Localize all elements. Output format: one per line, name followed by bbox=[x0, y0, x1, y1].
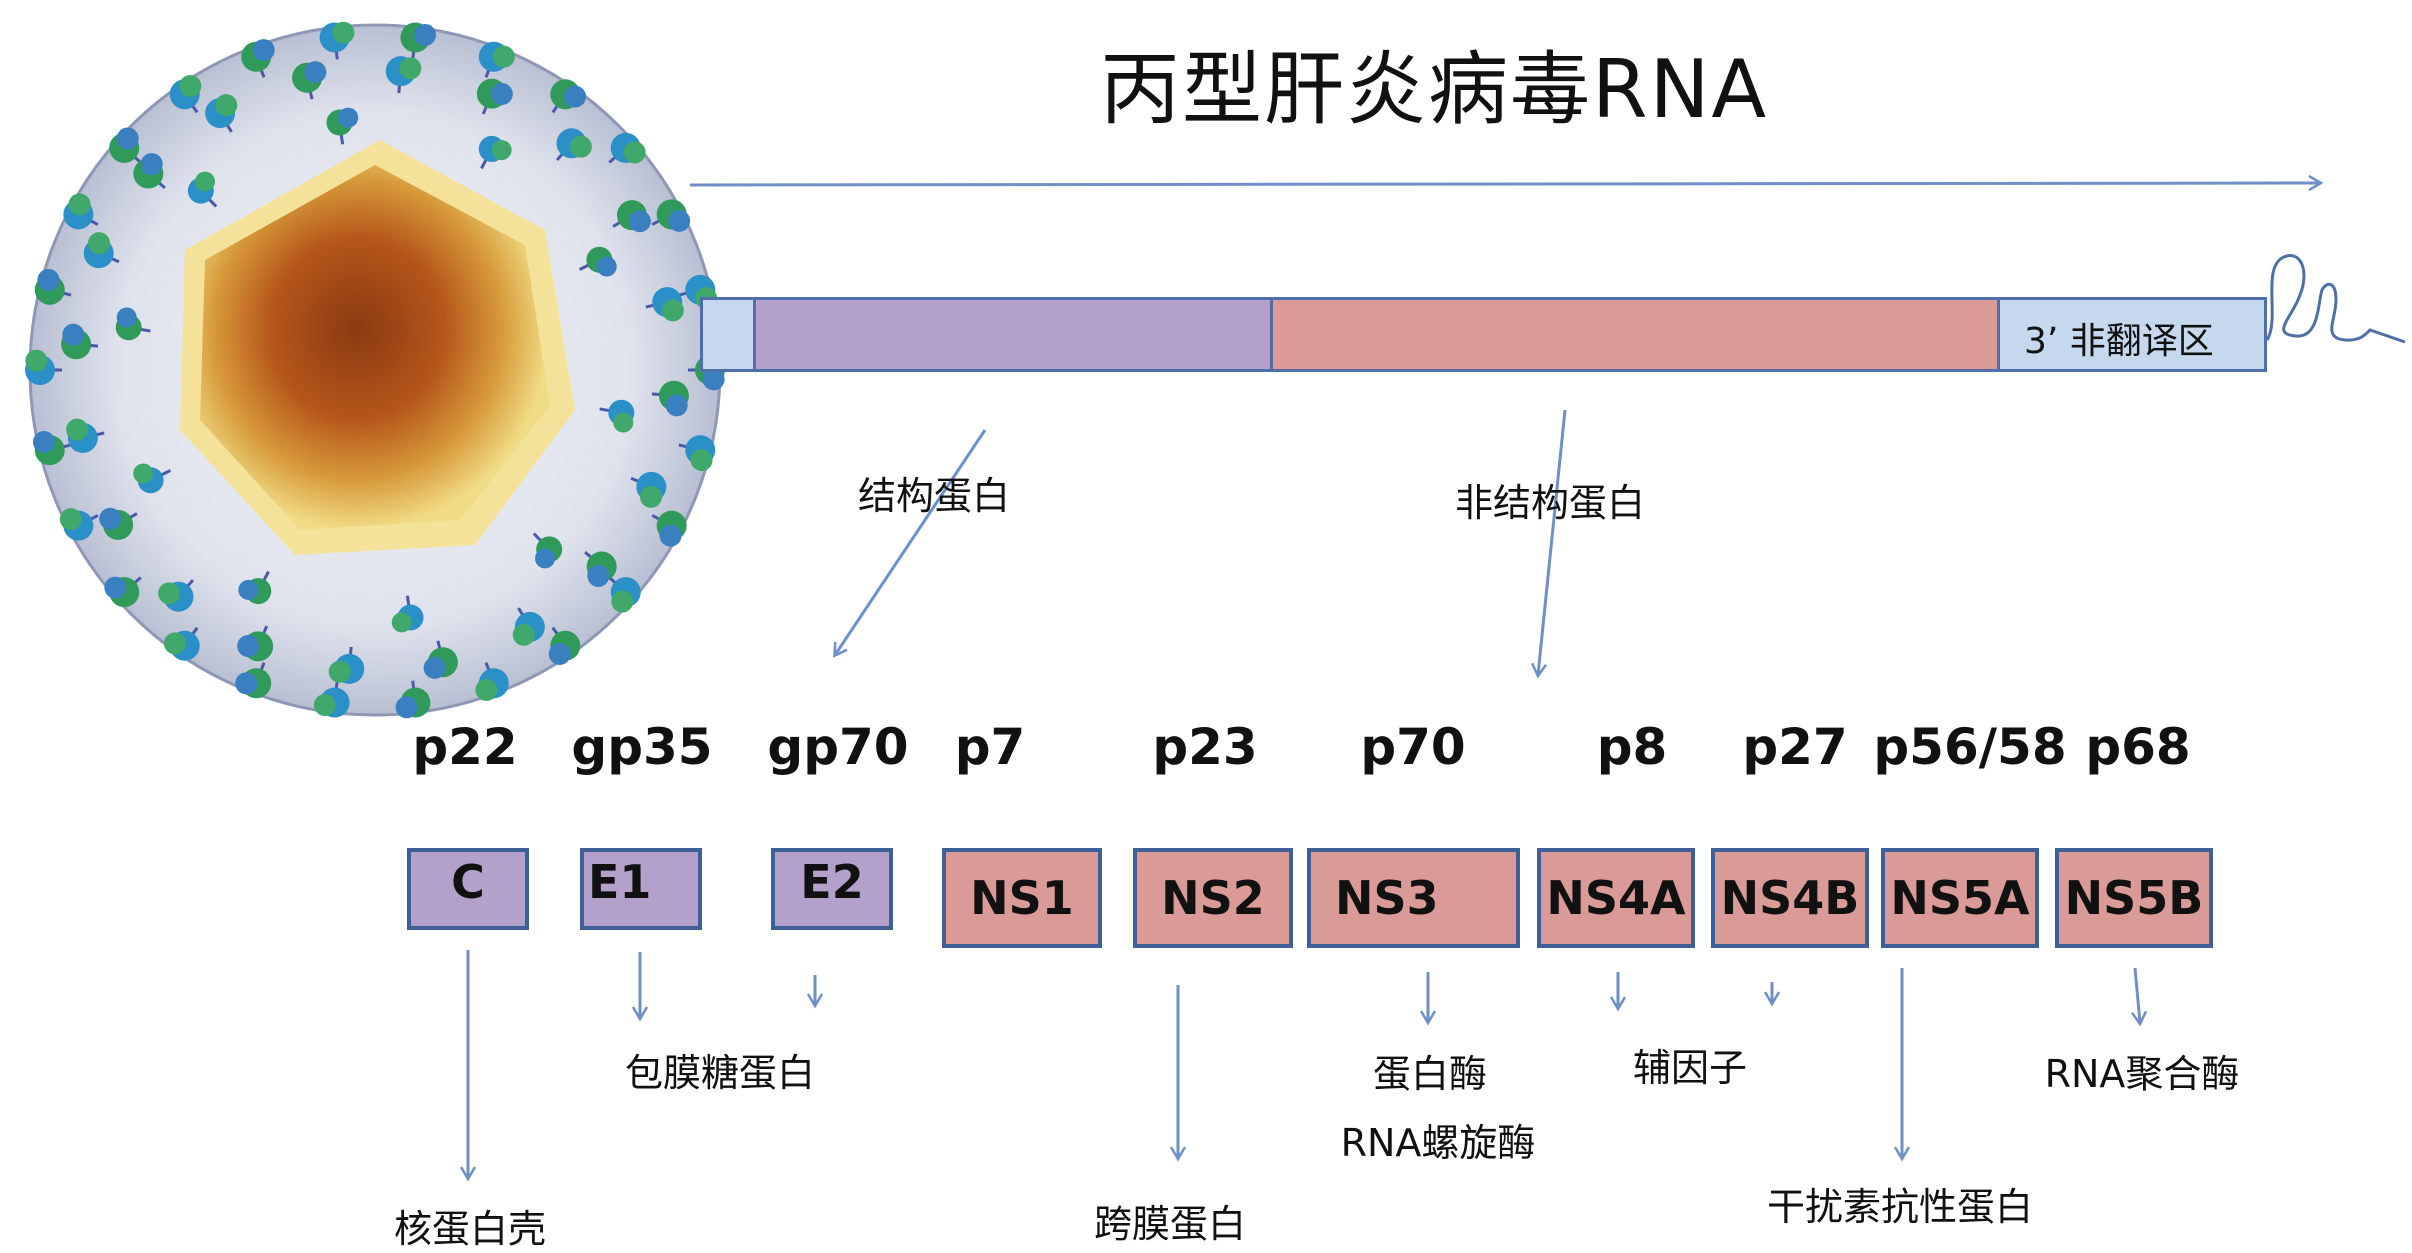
function-core: 核蛋白壳 bbox=[393, 1207, 547, 1251]
arrow-structural bbox=[835, 429, 987, 655]
weight-label: gp35 bbox=[571, 718, 713, 776]
function-interferon-resistance: 干扰素抗性蛋白 bbox=[1766, 1185, 2034, 1229]
protein-box-ns4a: NS4A bbox=[1537, 848, 1695, 948]
structural-segment bbox=[753, 297, 1273, 372]
weight-label: p27 bbox=[1742, 718, 1848, 776]
protein-box-ns1: NS1 bbox=[942, 848, 1102, 948]
utr5-segment bbox=[700, 297, 756, 372]
weight-label: p56/58 bbox=[1873, 718, 2067, 776]
protein-box-c: C bbox=[407, 848, 529, 930]
function-polymerase: RNA聚合酶 bbox=[2044, 1052, 2240, 1096]
arrow-ns5b bbox=[2135, 967, 2140, 1023]
function-transmembrane: 跨膜蛋白 bbox=[1093, 1202, 1247, 1246]
weight-label: p8 bbox=[1596, 718, 1668, 776]
protein-box-ns5a: NS5A bbox=[1881, 848, 2039, 948]
weight-label: p23 bbox=[1152, 718, 1258, 776]
stem-loop-icon bbox=[2265, 254, 2406, 344]
nonstructural-segment bbox=[1270, 297, 2000, 372]
protein-box-ns4b: NS4B bbox=[1711, 848, 1869, 948]
function-cofactor: 辅因子 bbox=[1632, 1046, 1748, 1090]
structural-label: 结构蛋白 bbox=[858, 474, 1011, 518]
rna-direction-arrow bbox=[689, 183, 2320, 185]
weight-label: p68 bbox=[2085, 718, 2191, 776]
hcv-virion-illustration bbox=[25, 21, 725, 719]
arrow-nonstructural bbox=[1538, 409, 1567, 675]
protein-box-ns2: NS2 bbox=[1133, 848, 1293, 948]
weight-label: p70 bbox=[1360, 718, 1466, 776]
protein-box-ns3: NS3 bbox=[1307, 848, 1520, 948]
utr3-label: 3’ 非翻译区 bbox=[2024, 321, 2214, 362]
function-envelope: 包膜糖蛋白 bbox=[624, 1051, 816, 1095]
diagram-title: 丙型肝炎病毒RNA bbox=[1100, 43, 1769, 136]
protein-box-ns5b: NS5B bbox=[2055, 848, 2213, 948]
function-protease: 蛋白酶 bbox=[1372, 1052, 1488, 1096]
weight-label: p7 bbox=[954, 718, 1026, 776]
function-helicase: RNA螺旋酶 bbox=[1340, 1121, 1536, 1165]
utr3-segment: 3’ 非翻译区 bbox=[1997, 297, 2267, 372]
protein-box-e2: E2 bbox=[771, 848, 893, 930]
weight-label: gp70 bbox=[767, 718, 909, 776]
weight-label: p22 bbox=[412, 718, 518, 776]
protein-box-e1: E1 bbox=[580, 848, 702, 930]
nonstructural-label: 非结构蛋白 bbox=[1455, 481, 1646, 525]
